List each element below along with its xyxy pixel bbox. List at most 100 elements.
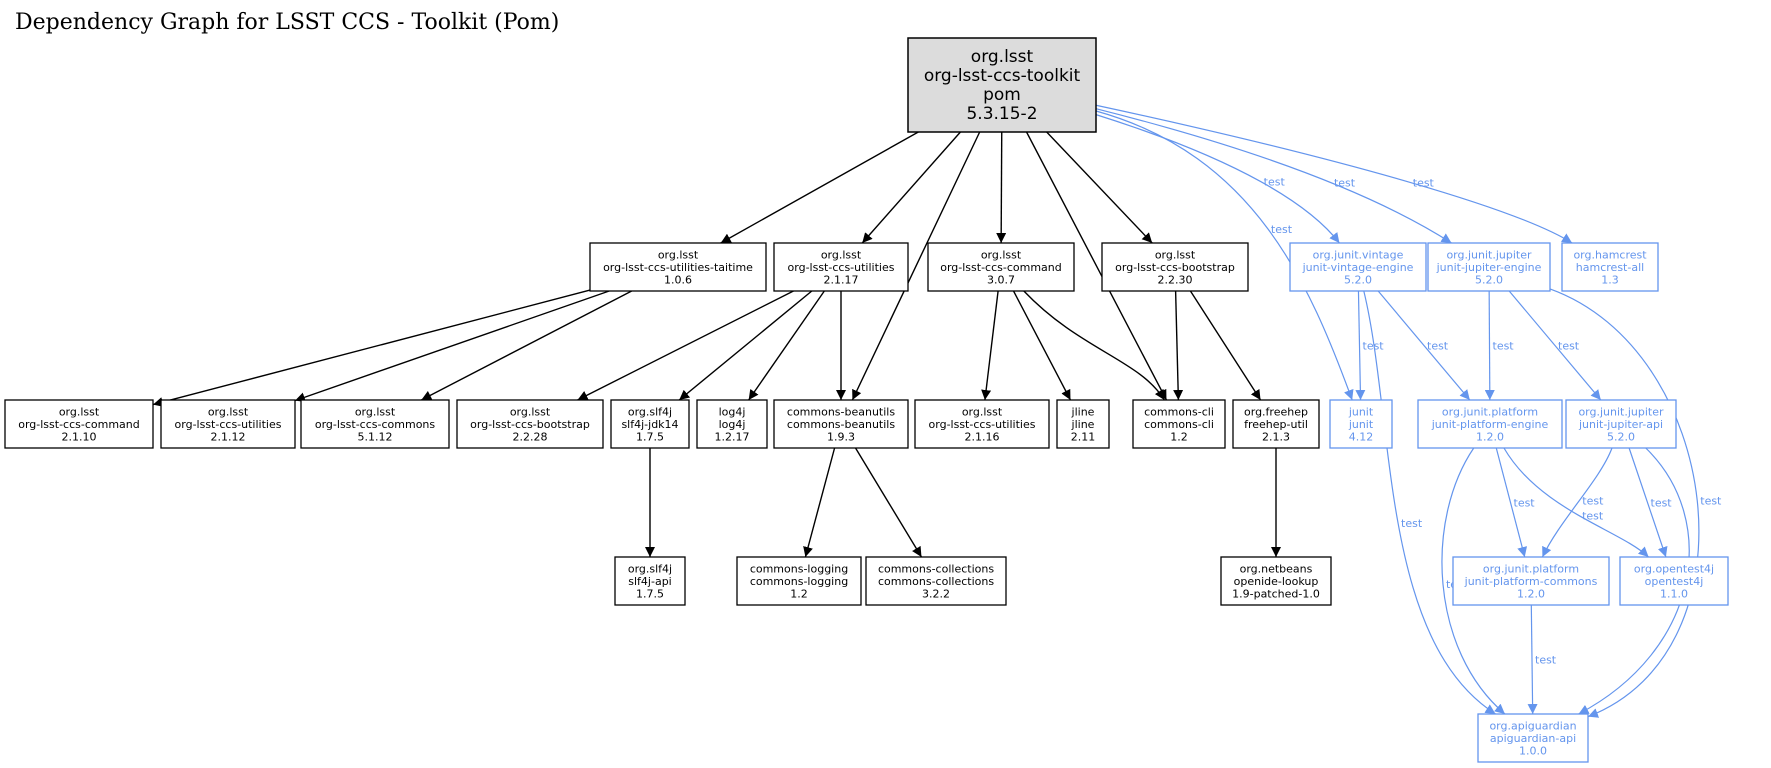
edge-root-to-command307 bbox=[996, 131, 1007, 244]
node-group-id: jline bbox=[1071, 405, 1095, 418]
node-box bbox=[614, 556, 686, 606]
node-group-id: junit bbox=[1348, 405, 1374, 418]
node-version: 1.7.5 bbox=[636, 430, 664, 443]
node-version: 4.12 bbox=[1349, 430, 1374, 443]
node-artifact-id: org-lsst-ccs-commons bbox=[315, 418, 436, 431]
node-version: 3.0.7 bbox=[987, 273, 1015, 286]
node-version: 5.2.0 bbox=[1344, 273, 1372, 286]
node-box bbox=[773, 399, 909, 449]
node-version: 2.2.30 bbox=[1158, 273, 1193, 286]
node-version: 2.11 bbox=[1071, 430, 1096, 443]
edge-label: test bbox=[1535, 654, 1557, 667]
node-artifact-id: org-lsst-ccs-utilities bbox=[175, 418, 282, 431]
edge-platformengine-to-platformcommons bbox=[1495, 447, 1528, 558]
edge-label: test bbox=[1413, 176, 1435, 189]
node-box bbox=[914, 399, 1050, 449]
node-version: 1.9-patched-1.0 bbox=[1232, 587, 1320, 600]
node-group-id: org.freehep bbox=[1244, 405, 1308, 418]
node-version: 5.3.15-2 bbox=[966, 104, 1037, 124]
node-version: 2.1.10 bbox=[62, 430, 97, 443]
edge-utilities217-to-slf4jjdk bbox=[678, 290, 813, 401]
edge-root-to-jupiterengine bbox=[1095, 108, 1452, 244]
edge-root-to-taitime bbox=[720, 131, 919, 244]
node-box bbox=[1565, 399, 1677, 449]
node-version: 1.0.6 bbox=[664, 273, 692, 286]
node-taitime[interactable]: org.lsstorg-lsst-ccs-utilities-taitime1.… bbox=[589, 242, 767, 292]
node-vintage[interactable]: org.junit.vintagejunit-vintage-engine5.2… bbox=[1289, 242, 1427, 292]
node-box bbox=[1232, 399, 1320, 449]
node-box bbox=[907, 37, 1097, 133]
node-version: 2.1.3 bbox=[1262, 430, 1290, 443]
node-artifact-id: junit-platform-engine bbox=[1431, 418, 1549, 431]
edge-vintage-to-junit bbox=[1355, 290, 1366, 401]
edge-beanutils-to-commonslogging bbox=[803, 447, 836, 558]
edge-utilities217-to-log4j bbox=[748, 290, 825, 401]
node-box bbox=[456, 399, 604, 449]
edge-root-to-junit bbox=[1095, 110, 1354, 401]
node-artifact-id: org-lsst-ccs-utilities-taitime bbox=[603, 261, 753, 274]
edge-platformcommons-to-apiguardian bbox=[1527, 604, 1538, 715]
edge-label: test bbox=[1558, 340, 1580, 353]
node-platformengine[interactable]: org.junit.platformjunit-platform-engine1… bbox=[1417, 399, 1563, 449]
node-group-id: org.lsst bbox=[510, 405, 551, 418]
edge-bootstrap2230-to-commonscli bbox=[1173, 290, 1184, 401]
edge-label: test bbox=[1427, 340, 1449, 353]
node-artifact-id: freehep-util bbox=[1244, 418, 1308, 431]
node-collections[interactable]: commons-collectionscommons-collections3.… bbox=[865, 556, 1007, 606]
edge-vintage-to-apiguardian bbox=[1363, 290, 1496, 715]
node-artifact-id: opentest4j bbox=[1645, 575, 1704, 588]
node-box bbox=[1101, 242, 1249, 292]
node-group-id: org.apiguardian bbox=[1489, 719, 1576, 732]
node-jupiterengine[interactable]: org.junit.jupiterjunit-jupiter-engine5.2… bbox=[1427, 242, 1551, 292]
node-group-id: org.slf4j bbox=[628, 562, 672, 575]
node-packaging: pom bbox=[983, 85, 1021, 105]
node-box bbox=[1220, 556, 1332, 606]
node-version: 1.0.0 bbox=[1519, 744, 1547, 757]
node-platformcommons[interactable]: org.junit.platformjunit-platform-commons… bbox=[1452, 556, 1610, 606]
edge-label: test bbox=[1582, 495, 1604, 508]
node-box bbox=[610, 399, 690, 449]
node-group-id: log4j bbox=[719, 405, 746, 418]
node-group-id: commons-collections bbox=[878, 562, 994, 575]
node-artifact-id: log4j bbox=[719, 418, 746, 431]
node-artifact-id: apiguardian-api bbox=[1490, 732, 1576, 745]
node-group-id: org.opentest4j bbox=[1634, 562, 1714, 575]
node-box bbox=[773, 242, 909, 292]
edge-jupiterengine-to-jupiterapi bbox=[1508, 290, 1602, 401]
node-artifact-id: jline bbox=[1071, 418, 1095, 431]
node-version: 2.1.16 bbox=[965, 430, 1000, 443]
node-artifact-id: junit-jupiter-engine bbox=[1436, 261, 1542, 274]
node-version: 5.1.12 bbox=[358, 430, 393, 443]
node-version: 5.2.0 bbox=[1475, 273, 1503, 286]
edge-label: test bbox=[1514, 497, 1536, 510]
node-version: 1.2 bbox=[1170, 430, 1188, 443]
node-artifact-id: org-lsst-ccs-bootstrap bbox=[1115, 261, 1235, 274]
node-group-id: org.hamcrest bbox=[1573, 248, 1647, 261]
node-artifact-id: commons-logging bbox=[750, 575, 848, 588]
edge-command307-to-utilities2116 bbox=[981, 290, 999, 401]
node-openide[interactable]: org.netbeansopenide-lookup1.9-patched-1.… bbox=[1220, 556, 1332, 606]
